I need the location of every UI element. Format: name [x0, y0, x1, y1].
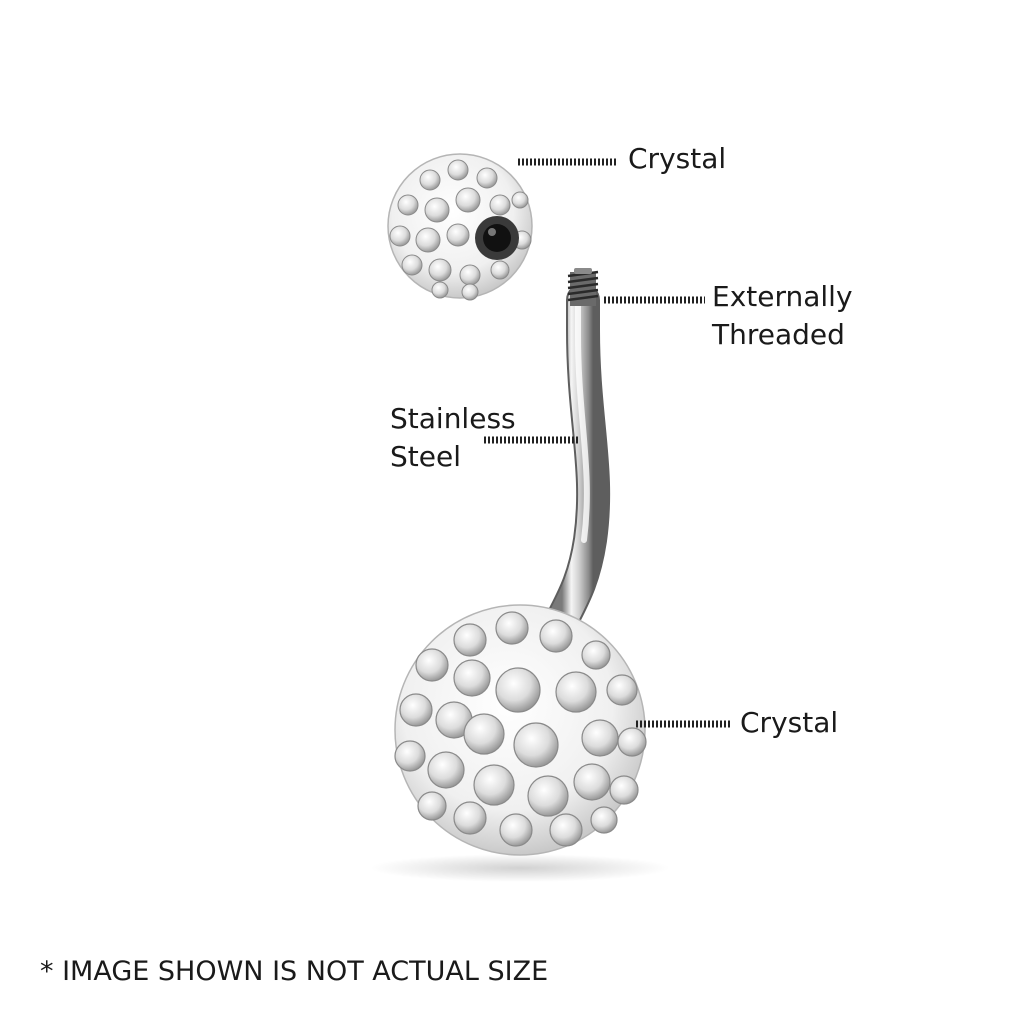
label-threaded-line2: Threaded [712, 318, 845, 351]
bottom-crystal-ball [394, 604, 647, 856]
steel-bar-highlight [575, 302, 590, 543]
size-disclaimer: * IMAGE SHOWN IS NOT ACTUAL SIZE [40, 956, 549, 987]
thread-cap [574, 268, 592, 274]
thread-lines [567, 270, 599, 302]
label-crystal-bottom: Crystal [740, 706, 839, 739]
label-externally-threaded: Externally Threaded [712, 278, 853, 354]
label-threaded-line1: Externally [712, 280, 853, 313]
label-crystal-top: Crystal [628, 142, 727, 175]
label-steel-line2: Steel [390, 440, 461, 473]
top-crystal-ball [387, 153, 533, 301]
steel-bar-body [547, 285, 609, 635]
thread-core [570, 272, 596, 306]
floor-shadow [370, 854, 670, 882]
leader-lines [484, 158, 732, 728]
threaded-tip [567, 268, 599, 306]
label-stainless-steel: Stainless Steel [390, 400, 516, 476]
steel-bar [545, 283, 611, 637]
label-steel-line1: Stainless [390, 402, 516, 435]
